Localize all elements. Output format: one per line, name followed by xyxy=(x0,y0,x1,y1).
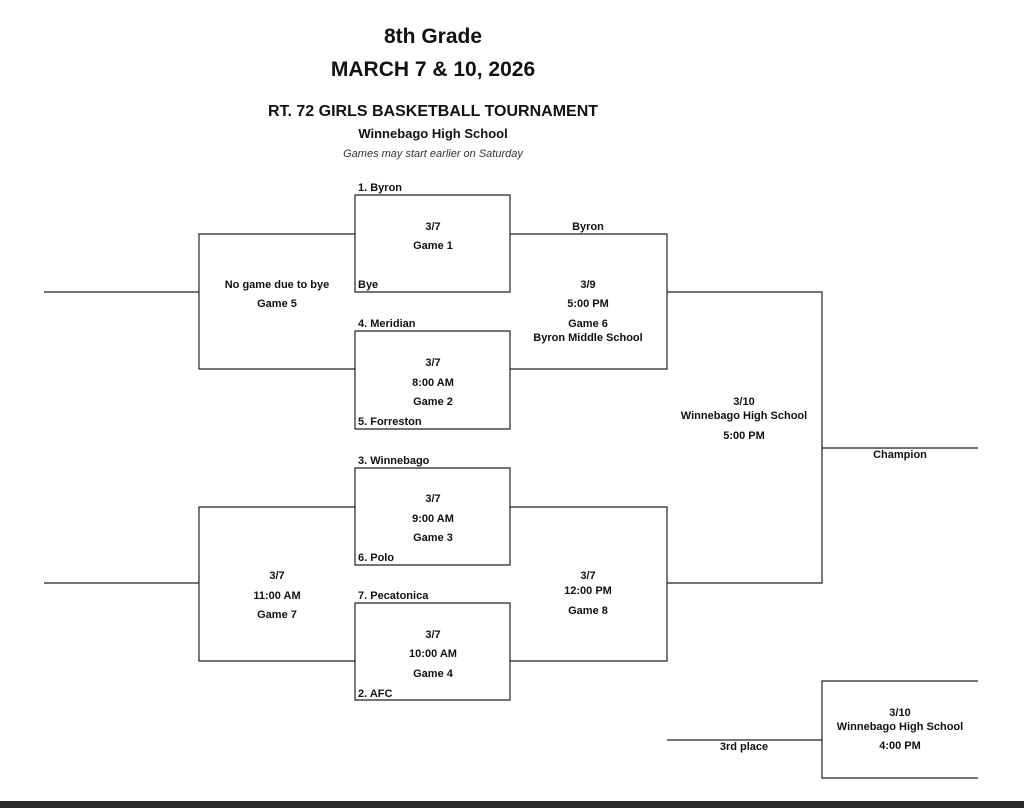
game4-date: 3/7 xyxy=(425,629,441,641)
tournament-venue: Winnebago High School xyxy=(358,126,508,141)
game2-date: 3/7 xyxy=(425,357,441,369)
bottom-edge-bar xyxy=(0,801,1024,808)
game5-note: No game due to bye xyxy=(224,279,330,291)
game2-time: 8:00 AM xyxy=(412,377,454,389)
game8-bracket xyxy=(510,506,668,662)
team-pecatonica: 7. Pecatonica xyxy=(358,590,429,602)
final-time: 5:00 PM xyxy=(723,430,765,442)
team-polo: 6. Polo xyxy=(358,552,395,564)
game7-bracket xyxy=(198,506,355,662)
game5-bracket xyxy=(198,233,355,370)
champion-label: Champion xyxy=(873,449,927,461)
final-date: 3/10 xyxy=(733,396,755,408)
game3-time: 9:00 AM xyxy=(412,513,454,525)
game4-time: 10:00 AM xyxy=(409,648,457,660)
game4-label: Game 4 xyxy=(413,668,453,680)
game7-date: 3/7 xyxy=(269,570,285,582)
game3-date: 3/7 xyxy=(425,493,441,505)
team-meridian: 4. Meridian xyxy=(358,318,416,330)
game8-date: 3/7 xyxy=(580,570,596,582)
team-winnebago: 3. Winnebago xyxy=(358,455,430,467)
game5-label: Game 5 xyxy=(257,298,297,310)
game7-time: 11:00 AM xyxy=(253,590,301,602)
game1-date: 3/7 xyxy=(425,221,441,233)
game4-bracket xyxy=(354,602,511,701)
game6-label: Game 6 xyxy=(568,318,608,330)
game1-bracket xyxy=(354,194,511,293)
game7-label: Game 7 xyxy=(257,609,297,621)
game6-bracket xyxy=(510,233,668,370)
game6-venue: Byron Middle School xyxy=(533,332,643,344)
game6-winner: Byron xyxy=(572,221,604,233)
game3-label: Game 3 xyxy=(413,532,453,544)
final-bracket xyxy=(667,291,823,584)
third-place-bracket xyxy=(821,680,978,779)
third-place-label: 3rd place xyxy=(719,741,769,753)
tournament-dates: MARCH 7 & 10, 2026 xyxy=(330,58,536,81)
grade-heading: 8th Grade xyxy=(383,25,483,48)
schedule-note: Games may start earlier on Saturday xyxy=(343,148,523,160)
game6-date: 3/9 xyxy=(580,279,596,291)
game8-time: 12:00 PM xyxy=(564,585,612,597)
team-forreston: 5. Forreston xyxy=(358,416,422,428)
third-place-time: 4:00 PM xyxy=(879,740,921,752)
game2-bracket xyxy=(354,330,511,430)
game2-label: Game 2 xyxy=(413,396,453,408)
game6-time: 5:00 PM xyxy=(567,298,609,310)
final-venue: Winnebago High School xyxy=(680,410,808,422)
tournament-title: RT. 72 GIRLS BASKETBALL TOURNAMENT xyxy=(267,103,599,120)
game3-bracket xyxy=(354,467,511,566)
third-place-date: 3/10 xyxy=(889,707,911,719)
team-bye: Bye xyxy=(358,279,379,291)
game1-label: Game 1 xyxy=(413,240,453,252)
third-place-venue: Winnebago High School xyxy=(836,721,964,733)
team-byron: 1. Byron xyxy=(358,182,403,194)
game8-label: Game 8 xyxy=(568,605,608,617)
team-afc: 2. AFC xyxy=(358,688,393,700)
